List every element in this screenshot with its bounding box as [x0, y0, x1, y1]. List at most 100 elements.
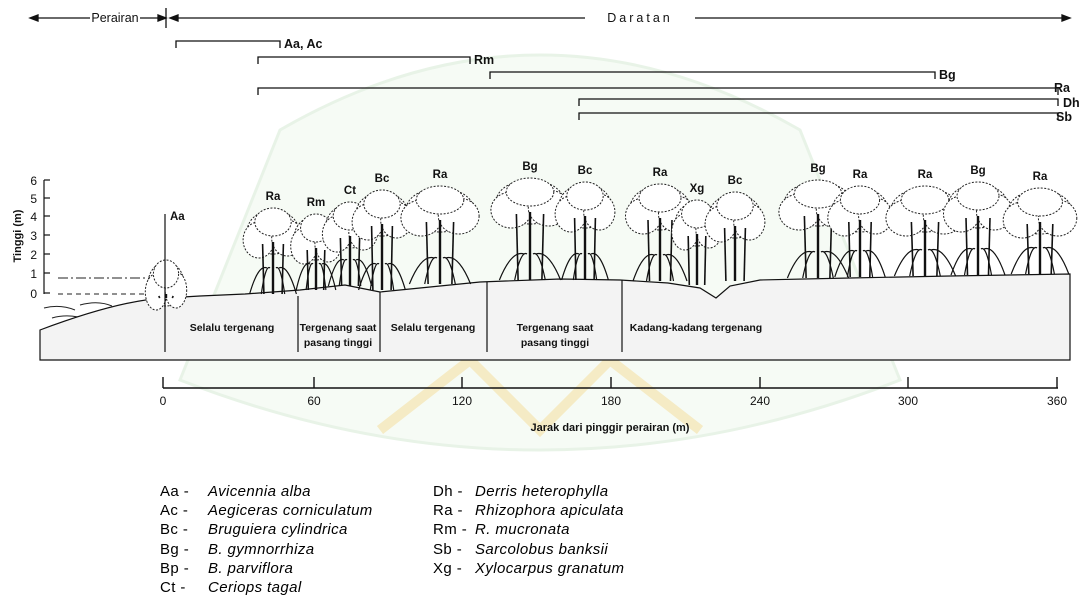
- y-tick-3: 3: [30, 229, 37, 243]
- zone-2-label-line2: pasang tinggi: [304, 337, 372, 349]
- tree-crown: [255, 208, 291, 236]
- legend-item: Ct -Ceriops tagal: [160, 578, 373, 597]
- y-tick-6: 6: [30, 174, 37, 188]
- y-axis-label: Tinggi (m): [12, 209, 24, 262]
- tree-species-tag: Ra: [653, 167, 668, 179]
- stilt-root: [1046, 248, 1069, 274]
- y-tick-2: 2: [30, 248, 37, 262]
- stilt-root: [928, 250, 940, 276]
- legend-code: Bg -: [160, 540, 208, 559]
- tree-crown: [153, 260, 178, 288]
- stilt-root: [965, 249, 976, 275]
- legend-species: Ceriops tagal: [208, 579, 302, 596]
- tree-species-tag: Ra: [266, 191, 281, 203]
- x-tick-180: 180: [601, 394, 621, 408]
- legend-left: Aa -Avicennia alba Ac -Aegiceras cornicu…: [160, 482, 373, 597]
- legend-code: Xg -: [433, 559, 475, 578]
- legend-item: Ac -Aegiceras corniculatum: [160, 501, 373, 520]
- zone-4-label-line2: pasang tinggi: [521, 337, 589, 349]
- zone-4-label-line1: Tergenang saat: [517, 322, 594, 334]
- tree-species-tag: Bg: [970, 165, 985, 177]
- legend-code: Bp -: [160, 559, 208, 578]
- legend-species: Derris heterophylla: [475, 483, 609, 500]
- y-tick-5: 5: [30, 192, 37, 206]
- tree-trunk: [172, 296, 173, 298]
- tree-crown: [901, 186, 949, 214]
- legend-item: Ra -Rhizophora apiculata: [433, 501, 624, 520]
- legend-code: Ra -: [433, 501, 475, 520]
- legend-species: Aegiceras corniculatum: [208, 502, 373, 519]
- y-axis: [44, 180, 50, 294]
- range-label-ra: Ra: [1054, 81, 1071, 95]
- range-label-aa-ac: Aa, Ac: [284, 37, 322, 51]
- range-label-rm: Rm: [474, 53, 494, 67]
- tree-trunk: [159, 296, 160, 298]
- legend-species: B. gymnorrhiza: [208, 541, 314, 558]
- stilt-root: [981, 249, 992, 275]
- zone-1-label: Selalu tergenang: [190, 322, 275, 334]
- legend-item: Bp -B. parviflora: [160, 559, 373, 578]
- legend-item: Bg -B. gymnorrhiza: [160, 540, 373, 559]
- zone-5-label: Kadang-kadang tergenang: [630, 322, 762, 334]
- x-tick-0: 0: [160, 394, 167, 408]
- legend-item: Aa -Avicennia alba: [160, 482, 373, 501]
- y-tick-4: 4: [30, 210, 37, 224]
- tree-species-tag: Bc: [375, 173, 390, 185]
- tree-crown: [957, 182, 999, 210]
- y-tick-1: 1: [30, 267, 37, 281]
- x-tick-360: 360: [1047, 394, 1067, 408]
- legend-code: Dh -: [433, 482, 475, 501]
- x-tick-240: 240: [750, 394, 770, 408]
- mangrove-tree: [145, 260, 186, 310]
- tree-species-tag: Aa: [170, 211, 185, 223]
- stilt-root: [984, 249, 1005, 275]
- legend-right: Dh -Derris heterophylla Ra -Rhizophora a…: [433, 482, 624, 578]
- stilt-root: [894, 250, 919, 276]
- x-tick-120: 120: [452, 394, 472, 408]
- legend-item: Sb -Sarcolobus banksii: [433, 540, 624, 559]
- legend-species: Sarcolobus banksii: [475, 541, 608, 558]
- tree-species-tag: Ct: [344, 185, 356, 197]
- range-label-sb: Sb: [1056, 110, 1072, 124]
- tree-crown: [717, 192, 753, 220]
- legend-species: Avicennia alba: [208, 483, 311, 500]
- tree-trunk: [688, 236, 689, 285]
- tree-species-tag: Ra: [1033, 171, 1048, 183]
- tree-species-tag: Ra: [918, 169, 933, 181]
- range-label-bg: Bg: [939, 68, 956, 82]
- tree-crown: [840, 186, 879, 214]
- legend-code: Rm -: [433, 520, 475, 539]
- tree-species-tag: Bg: [522, 161, 537, 173]
- tree-crown: [639, 184, 681, 212]
- region-land-label: Daratan: [607, 11, 672, 25]
- x-axis-label: Jarak dari pinggir perairan (m): [531, 422, 690, 434]
- tree-crown: [1018, 188, 1063, 216]
- legend-item: Bc -Bruguiera cylindrica: [160, 520, 373, 539]
- tree-crown: [506, 178, 554, 206]
- mangrove-tree: [944, 182, 1013, 275]
- x-tick-300: 300: [898, 394, 918, 408]
- tree-species-tag: Bc: [578, 165, 593, 177]
- legend-code: Aa -: [160, 482, 208, 501]
- mangrove-tree: [1003, 188, 1077, 274]
- legend-item: Xg -Xylocarpus granatum: [433, 559, 624, 578]
- stilt-root: [910, 250, 922, 276]
- legend-species: Rhizophora apiculata: [475, 502, 624, 519]
- legend-item: Rm -R. mucronata: [433, 520, 624, 539]
- legend-item: Dh -Derris heterophylla: [433, 482, 624, 501]
- tree-species-tag: Ra: [433, 169, 448, 181]
- range-label-dh: Dh: [1063, 96, 1080, 110]
- legend-code: Bc -: [160, 520, 208, 539]
- legend-species: Bruguiera cylindrica: [208, 521, 348, 538]
- legend-species: B. parviflora: [208, 560, 293, 577]
- zone-2-label-line1: Tergenang saat: [300, 322, 377, 334]
- tree-species-tag: Bg: [810, 163, 825, 175]
- stilt-root: [1011, 248, 1034, 274]
- tree-crown: [567, 182, 603, 210]
- region-arrows: [30, 8, 1070, 28]
- x-tick-60: 60: [307, 394, 321, 408]
- tree-species-tag: Bc: [728, 175, 743, 187]
- tree-trunk: [705, 236, 706, 285]
- tree-species-tag: Ra: [853, 169, 868, 181]
- y-tick-0: 0: [30, 287, 37, 301]
